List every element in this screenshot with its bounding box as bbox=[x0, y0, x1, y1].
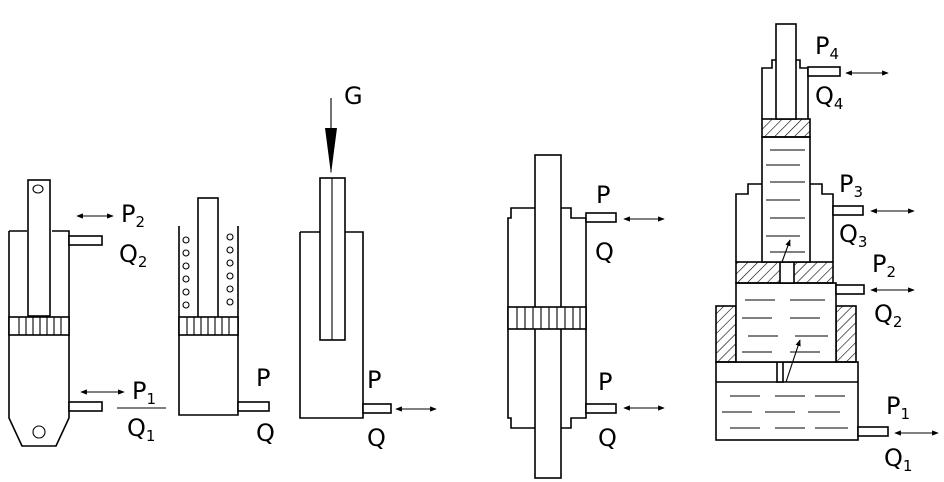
stage3-orifice bbox=[779, 261, 795, 284]
stage4-gland-left bbox=[761, 59, 776, 119]
port-spring bbox=[237, 401, 270, 412]
cylinder2-rod bbox=[197, 197, 219, 319]
label-tel-q4: Q4 bbox=[815, 82, 843, 113]
double-acting-cylinder: P2 Q2 P1 Q1 bbox=[8, 179, 166, 447]
stage2-flange-left bbox=[715, 305, 737, 363]
stage2-flange-right bbox=[835, 305, 857, 363]
stage2-barrel bbox=[735, 282, 837, 363]
port-p2 bbox=[835, 284, 865, 295]
label-tel-q3: Q3 bbox=[839, 220, 867, 251]
label-q2: Q2 bbox=[119, 240, 147, 271]
cylinder4-piston bbox=[507, 306, 587, 330]
label-spring-p: P bbox=[256, 364, 270, 392]
cylinder1-body bbox=[8, 230, 70, 447]
label-tel-p3: P3 bbox=[839, 170, 863, 201]
label-tel-p1: P1 bbox=[886, 392, 910, 423]
port-p3 bbox=[832, 205, 864, 216]
rod-eye bbox=[32, 184, 44, 194]
cylinder1-rod bbox=[27, 179, 51, 317]
stage2-gland-right bbox=[810, 183, 834, 262]
telescopic-cylinder: P4 Q4 P3 Q3 P2 Q2 P1 Q1 bbox=[715, 23, 939, 475]
stage4-gland-right bbox=[796, 59, 809, 119]
label-rod-q-top: Q bbox=[595, 238, 614, 266]
stage4-piston bbox=[761, 118, 811, 138]
label-tel-q2: Q2 bbox=[874, 300, 902, 331]
port-ram bbox=[362, 403, 392, 414]
cylinder1-piston bbox=[8, 316, 70, 336]
cylinder3-body bbox=[299, 231, 364, 419]
port-top bbox=[585, 212, 617, 223]
piston-segments bbox=[18, 317, 62, 335]
label-p1: P1 bbox=[132, 377, 156, 408]
fluid-stage3 bbox=[766, 149, 805, 253]
spring-return-cylinder: P Q bbox=[178, 197, 275, 447]
label-rod-p-top: P bbox=[596, 181, 610, 209]
piston4-segments bbox=[516, 307, 581, 329]
label-rod-p-bot: P bbox=[598, 368, 612, 396]
label-tel-p2: P2 bbox=[872, 250, 896, 281]
label-g: G bbox=[344, 82, 363, 110]
port-lower bbox=[68, 401, 103, 412]
label-tel-p4: P4 bbox=[815, 32, 839, 63]
through-rod-cylinder: P Q P Q bbox=[507, 154, 665, 479]
flow-arrow-internal-1 bbox=[785, 339, 801, 383]
label-ram-p: P bbox=[367, 366, 381, 394]
label-p2: P2 bbox=[121, 200, 145, 231]
label-ram-q: Q bbox=[367, 424, 386, 452]
fluid-stage1 bbox=[722, 395, 848, 429]
piston2-segments bbox=[186, 317, 230, 335]
clevis-hole bbox=[32, 425, 46, 439]
port-upper bbox=[68, 235, 103, 246]
stage4-rod bbox=[775, 23, 797, 120]
fluid-stage2 bbox=[742, 299, 828, 353]
port-p1 bbox=[857, 426, 889, 437]
stage1-orifice bbox=[776, 361, 784, 383]
label-spring-q: Q bbox=[256, 419, 275, 447]
label-rod-q-bot: Q bbox=[598, 424, 617, 452]
stage2-gland-left bbox=[735, 183, 762, 262]
port-p4 bbox=[807, 66, 841, 77]
label-tel-q1: Q1 bbox=[884, 444, 912, 475]
label-q1: Q1 bbox=[127, 414, 155, 445]
plunger-cylinder: G P Q bbox=[299, 82, 437, 452]
spring-icon bbox=[182, 233, 234, 309]
stage1-barrel bbox=[715, 361, 859, 441]
load-arrow-head bbox=[325, 128, 337, 174]
port-bottom bbox=[585, 403, 617, 414]
flow-arrow-internal-2 bbox=[781, 239, 791, 263]
